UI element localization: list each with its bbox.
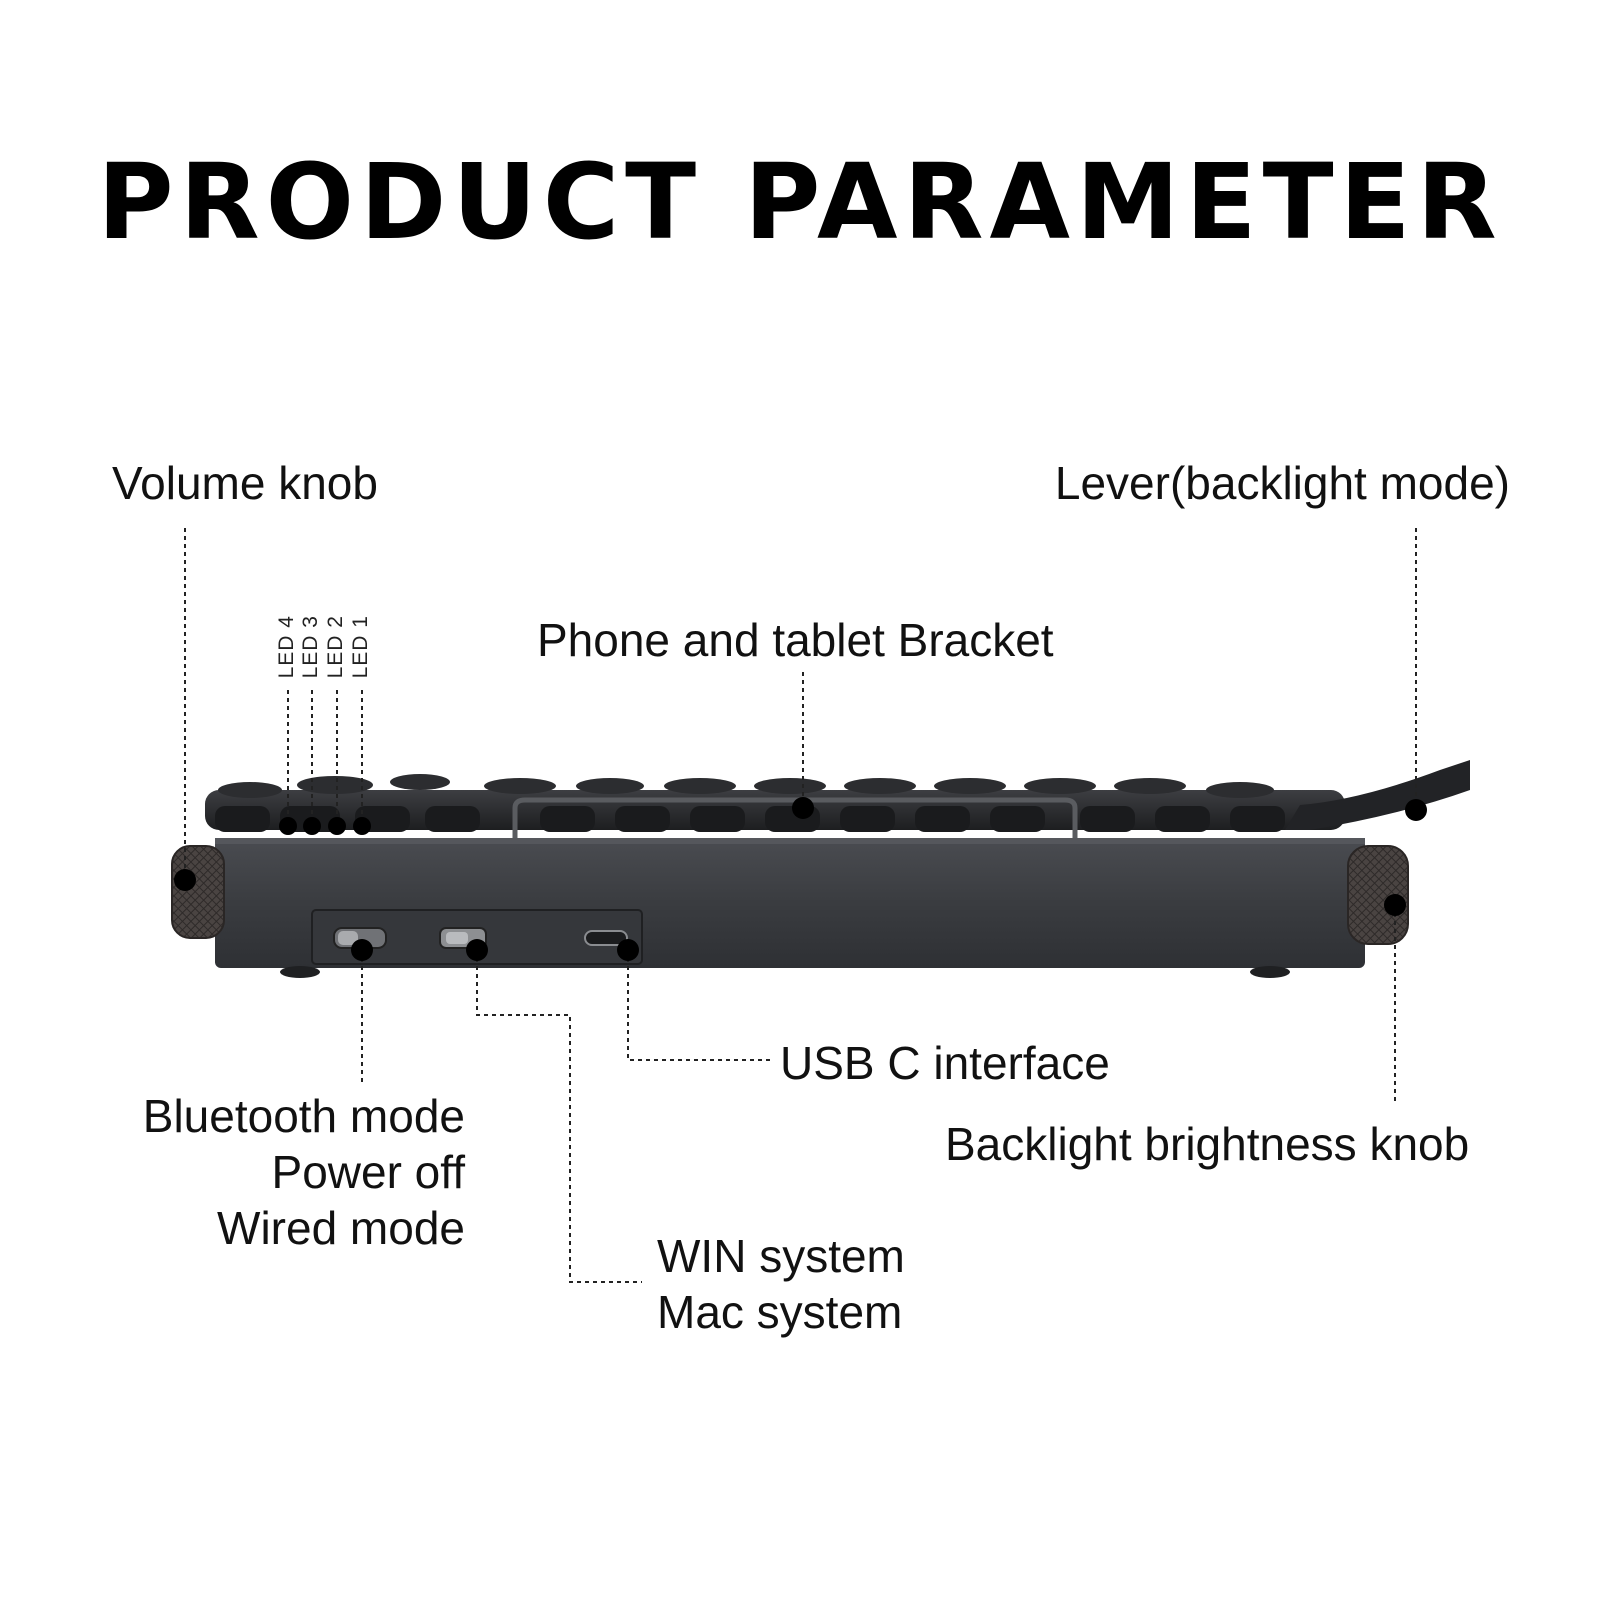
page-title: PRODUCT PARAMETER (97, 141, 1503, 263)
volume-knob-label: Volume knob (112, 457, 378, 509)
usb-c-label: USB C interface (780, 1037, 1110, 1089)
system-switch-label: WIN system Mac system (657, 1228, 905, 1340)
bluetooth-mode-text: Bluetooth mode (142, 1090, 465, 1142)
led3-label: LED 3 (299, 615, 322, 679)
lever-label: Lever(backlight mode) (1054, 457, 1510, 509)
led2-label: LED 2 (324, 615, 347, 679)
bracket-label: Phone and tablet Bracket (537, 614, 1054, 666)
keycap-row (205, 774, 1345, 832)
wired-mode-text: Wired mode (217, 1202, 465, 1255)
mac-system-text: Mac system (657, 1286, 903, 1339)
win-system-text: WIN system (657, 1230, 905, 1282)
power-off-text: Power off (271, 1146, 465, 1199)
mode-switch-label: Bluetooth mode Power off Wired mode (143, 1088, 465, 1256)
backlight-knob (1347, 845, 1409, 945)
bracket-wire (512, 797, 1078, 850)
backlight-knob-label: Backlight brightness knob (945, 1118, 1470, 1170)
usb-c-port (584, 930, 628, 946)
led1-label: LED 1 (349, 615, 372, 679)
lever (1285, 760, 1470, 830)
volume-knob (171, 845, 225, 939)
led4-label: LED 4 (275, 615, 298, 679)
leader-lines (184, 528, 1417, 1283)
callout-dots (174, 797, 1427, 961)
